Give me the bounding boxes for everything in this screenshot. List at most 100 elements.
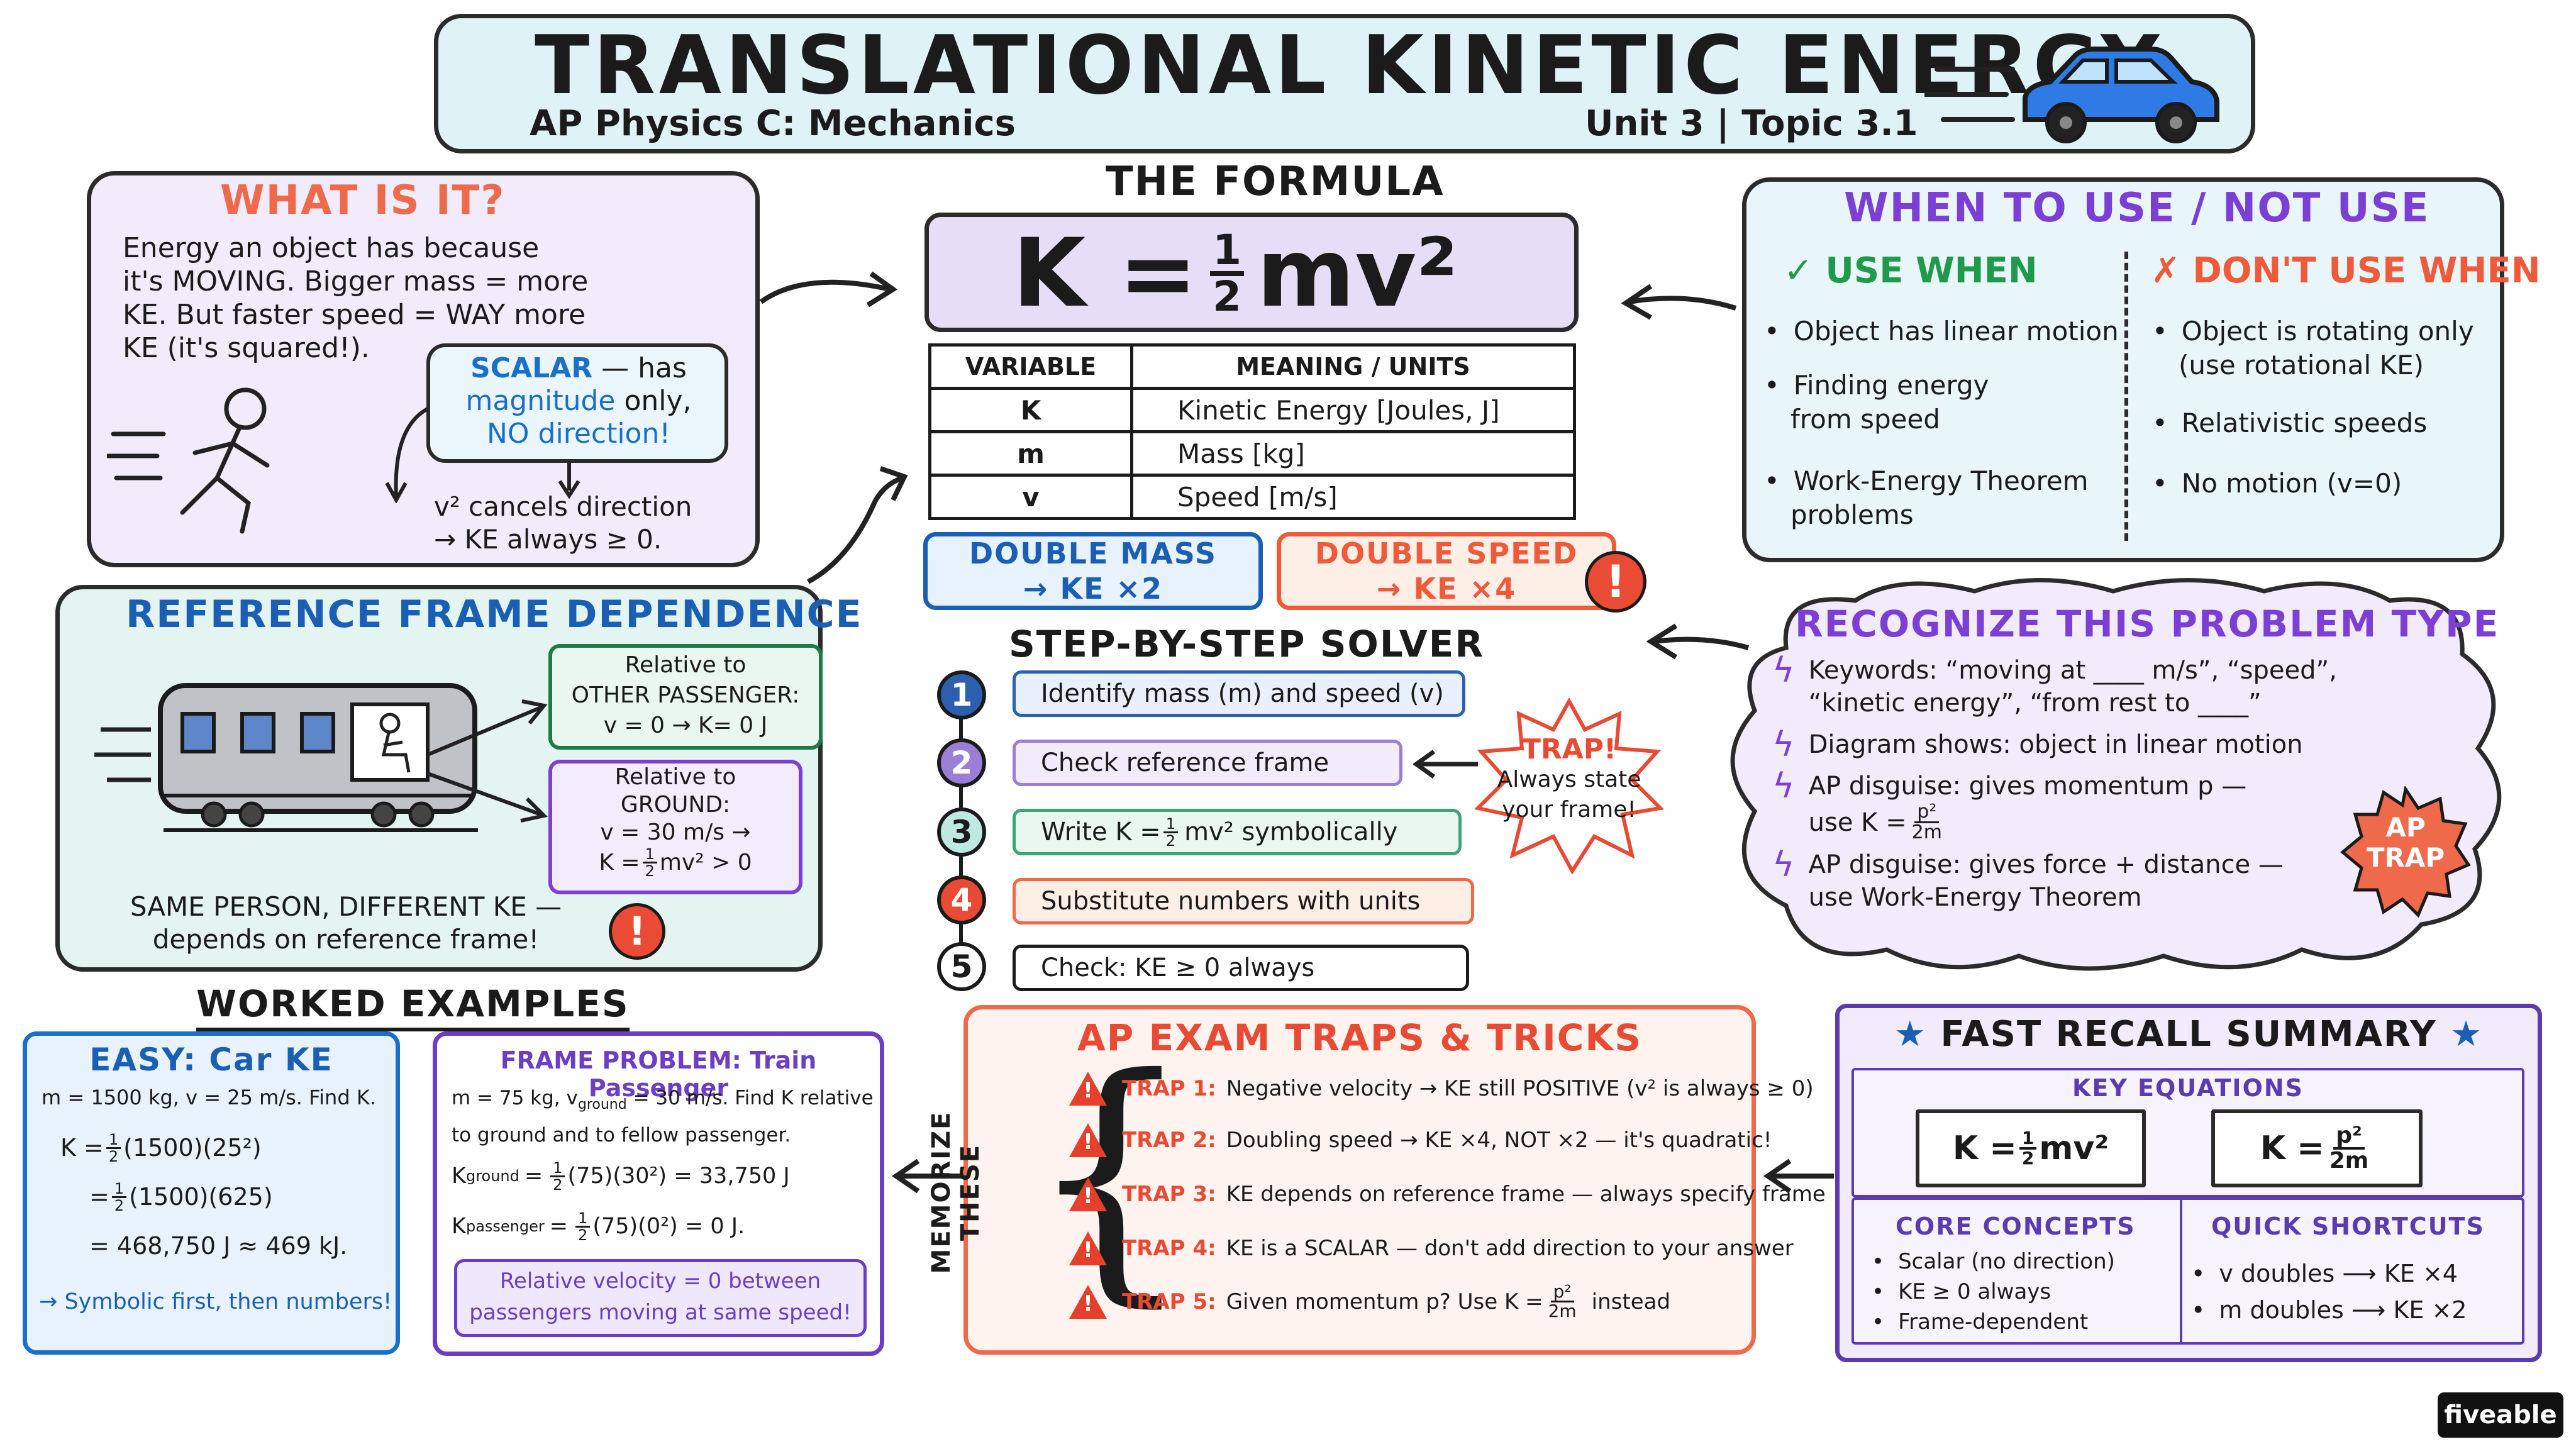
key-equations-title: KEY EQUATIONS (2072, 1074, 2304, 1102)
frame-example-given: m = 75 kg, vground = 30 m/s. Find K rela… (452, 1087, 874, 1147)
frame-arrows (426, 699, 548, 823)
arrow-to-formula (759, 271, 898, 308)
arrow-to-step-2 (1412, 750, 1478, 779)
recognize-cloud (1730, 578, 2502, 971)
warning-triangle-icon: ! (1069, 1177, 1107, 1211)
runner-icon (107, 387, 270, 534)
trap-1: !TRAP 1:Negative velocity → KE still POS… (1069, 1072, 1814, 1106)
lightning-icon: ϟ (1772, 766, 1795, 806)
worked-title: WORKED EXAMPLES (196, 982, 630, 1031)
cancel-text: v² cancels direction→ KE always ≥ 0. (434, 491, 692, 555)
course-name: AP Physics C: Mechanics (530, 103, 1016, 144)
when-title: WHEN TO USE / NOT USE (1844, 185, 2430, 231)
frame-bottom-text: SAME PERSON, DIFFERENT KE —depends on re… (130, 891, 562, 955)
check-icon: ✓ (1784, 250, 1826, 291)
use-when-list: Object has linear motion Finding energyf… (1764, 314, 2119, 532)
step-4: Substitute numbers with units (1013, 878, 1474, 924)
page-title: TRANSLATIONAL KINETIC ENERGY (535, 19, 2163, 113)
x-icon: ✗ (2151, 250, 2193, 291)
memorize-brace: { (1026, 1022, 1195, 1330)
frame-passenger-box (548, 644, 823, 750)
arrow-to-solver (1646, 623, 1750, 660)
lightning-icon: ϟ (1772, 724, 1795, 764)
car-icon (1924, 47, 2219, 143)
double-mass-text: DOUBLE MASS→ KE ×2 (969, 536, 1218, 606)
warning-triangle-icon: ! (1069, 1123, 1107, 1157)
warning-triangle-icon: ! (1069, 1072, 1107, 1106)
concepts-divider (2180, 1197, 2182, 1345)
traps-title: AP EXAM TRAPS & TRICKS (1077, 1016, 1643, 1059)
recognize-title: RECOGNIZE THIS PROBLEM TYPE (1795, 602, 2500, 645)
header-banner (434, 14, 2255, 153)
trap-4: !TRAP 4:KE is a SCALAR — don't add direc… (1069, 1231, 1794, 1265)
trap-2: !TRAP 2:Doubling speed → KE ×4, NOT ×2 —… (1069, 1123, 1772, 1157)
scalar-callout-text: SCALAR — has magnitude only, NO directio… (465, 352, 692, 450)
arrow-traps-to-worked (891, 1158, 975, 1194)
easy-given: m = 1500 kg, v = 25 m/s. Find K. (42, 1085, 376, 1109)
solver-title: STEP-BY-STEP SOLVER (1009, 623, 1484, 665)
dont-use-list: Object is rotating only(use rotational K… (2152, 314, 2474, 501)
step-1: Identify mass (m) and speed (v) (1013, 670, 1465, 717)
easy-tip: → Symbolic first, then numbers! (39, 1289, 392, 1314)
step-number: 4 (937, 875, 986, 924)
dont-use-heading: ✗ DON'T USE WHEN (2151, 250, 2541, 291)
step-5: Check: KE ≥ 0 always (1013, 945, 1469, 991)
star-icon: ★ (1894, 1014, 1927, 1055)
arrow-frame-to-formula (807, 466, 908, 584)
arrow-when-to-formula (1621, 284, 1737, 320)
easy-example-panel (23, 1031, 400, 1355)
step-number: 1 (937, 670, 986, 719)
core-concepts-list: Scalar (no direction)KE ≥ 0 alwaysFrame-… (1872, 1246, 2115, 1337)
use-when-heading: ✓ USE WHEN (1784, 250, 2038, 291)
recall-title: ★ FAST RECALL SUMMARY ★ (1894, 1014, 2484, 1055)
step-number: 5 (937, 942, 986, 991)
formula-title: THE FORMULA (1106, 158, 1445, 205)
memorize-label: MEMORIZE THESE (927, 1111, 985, 1274)
step-number: 2 (937, 738, 986, 787)
quick-shortcuts-title: QUICK SHORTCUTS (2211, 1213, 2485, 1240)
core-concepts-title: CORE CONCEPTS (1896, 1213, 2136, 1240)
trap-burst (1474, 698, 1665, 874)
double-speed-text: DOUBLE SPEED→ KE ×4 (1314, 536, 1579, 606)
fiveable-logo: fiveable (2438, 1392, 2563, 1438)
double-mass-tag (923, 532, 1263, 610)
what-is-it-title: WHAT IS IT? (220, 177, 506, 224)
lightning-icon: ϟ (1772, 845, 1795, 884)
easy-title: EASY: Car KE (89, 1041, 333, 1078)
lightning-icon: ϟ (1772, 650, 1795, 690)
frame-warning-icon: ! (609, 903, 665, 960)
frame-example-title: FRAME PROBLEM: Train Passenger (500, 1046, 817, 1102)
eq2-box (2211, 1109, 2423, 1187)
unit-topic: Unit 3 | Topic 3.1 (1585, 103, 1918, 144)
trap-3: !TRAP 3:KE depends on reference frame — … (1069, 1177, 1826, 1211)
scalar-arrows (385, 407, 580, 503)
step-2: Check reference frame (1013, 740, 1402, 786)
arrow-recall-to-traps (1763, 1158, 1834, 1194)
frame-title: REFERENCE FRAME DEPENDENCE (126, 592, 863, 636)
warning-triangle-icon: ! (1069, 1284, 1107, 1319)
column-divider (2124, 252, 2128, 541)
formula-box (924, 213, 1579, 332)
warning-triangle-icon: ! (1069, 1231, 1107, 1265)
ap-trap-badge (2340, 786, 2471, 918)
star-icon: ★ (2450, 1014, 2484, 1055)
frame-example-note (454, 1259, 867, 1337)
scalar-callout (426, 343, 728, 463)
quick-shortcuts-list: v doubles ⟶ KE ×4m doubles ⟶ KE ×2 (2191, 1255, 2467, 1328)
step-number: 3 (937, 808, 986, 857)
